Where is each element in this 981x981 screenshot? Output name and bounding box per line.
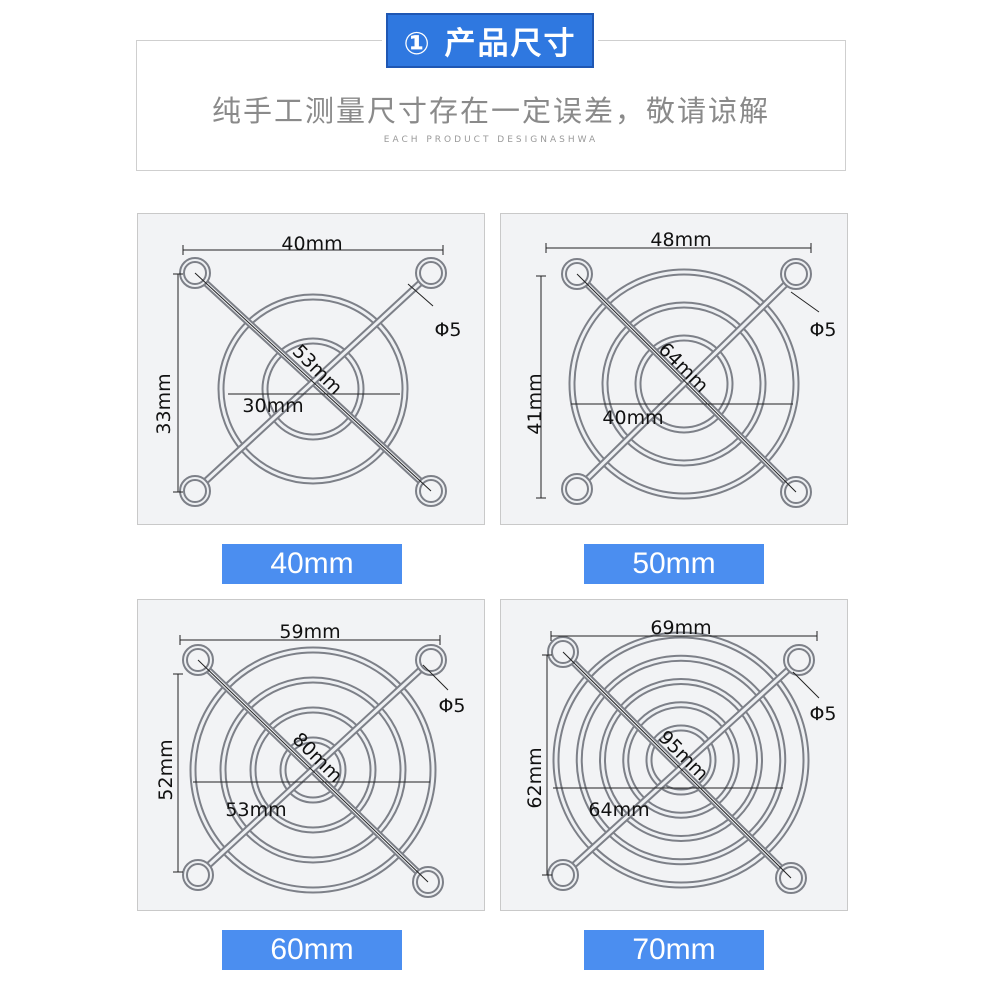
height-dimension: 41mm — [524, 373, 546, 434]
fan-guard-diagram: 40mm 33mm 53mm 30mm Φ5 — [153, 233, 462, 507]
width-dimension: 59mm — [279, 621, 340, 643]
hole-diameter-dimension: Φ5 — [434, 319, 461, 341]
size-label-40mm: 40mm — [222, 544, 402, 584]
height-dimension: 33mm — [153, 373, 175, 434]
product-card-50mm: 48mm 41mm 64mm 40mm Φ5 — [500, 213, 848, 525]
fan-guard-image — [561, 258, 812, 508]
height-dimension: 52mm — [155, 739, 177, 800]
dimension-lines — [536, 243, 820, 499]
product-card-40mm: 40mm 33mm 53mm 30mm Φ5 — [137, 213, 485, 525]
product-card-60mm: 59mm 52mm 80mm 53mm Φ5 — [137, 599, 485, 911]
width-dimension: 69mm — [650, 617, 711, 639]
hole-diameter-dimension: Φ5 — [438, 695, 465, 717]
size-label-50mm: 50mm — [584, 544, 764, 584]
product-card-70mm: 69mm 62mm 95mm 64mm Φ5 — [500, 599, 848, 911]
inner-diameter-dimension: 64mm — [588, 799, 649, 821]
dimension-lines — [173, 635, 449, 883]
fan-guard-diagram: 59mm 52mm 80mm 53mm Φ5 — [155, 621, 466, 898]
header-english-caption: EACH PRODUCT DESIGNASHWA — [383, 135, 599, 145]
fan-guard-image — [182, 644, 447, 898]
hole-diameter-dimension: Φ5 — [809, 703, 836, 725]
header-subtitle: 纯手工测量尺寸存在一定误差，敬请谅解 — [211, 94, 770, 128]
fan-guard-diagram: 69mm 62mm 95mm 64mm Φ5 — [524, 617, 837, 894]
inner-diameter-dimension: 40mm — [602, 407, 663, 429]
width-dimension: 40mm — [281, 233, 342, 255]
header-title: ① 产品尺寸 — [386, 13, 594, 68]
fan-guard-diagram: 48mm 41mm 64mm 40mm Φ5 — [524, 229, 837, 508]
dimension-lines — [542, 631, 820, 879]
dimension-lines — [173, 245, 444, 493]
header-title-box: ① 产品尺寸 — [382, 9, 598, 72]
size-label-60mm: 60mm — [222, 930, 402, 970]
size-label-70mm: 70mm — [584, 930, 764, 970]
height-dimension: 62mm — [524, 747, 546, 808]
inner-diameter-dimension: 30mm — [242, 395, 303, 417]
hole-diameter-dimension: Φ5 — [809, 319, 836, 341]
inner-diameter-dimension: 53mm — [225, 799, 286, 821]
width-dimension: 48mm — [650, 229, 711, 251]
